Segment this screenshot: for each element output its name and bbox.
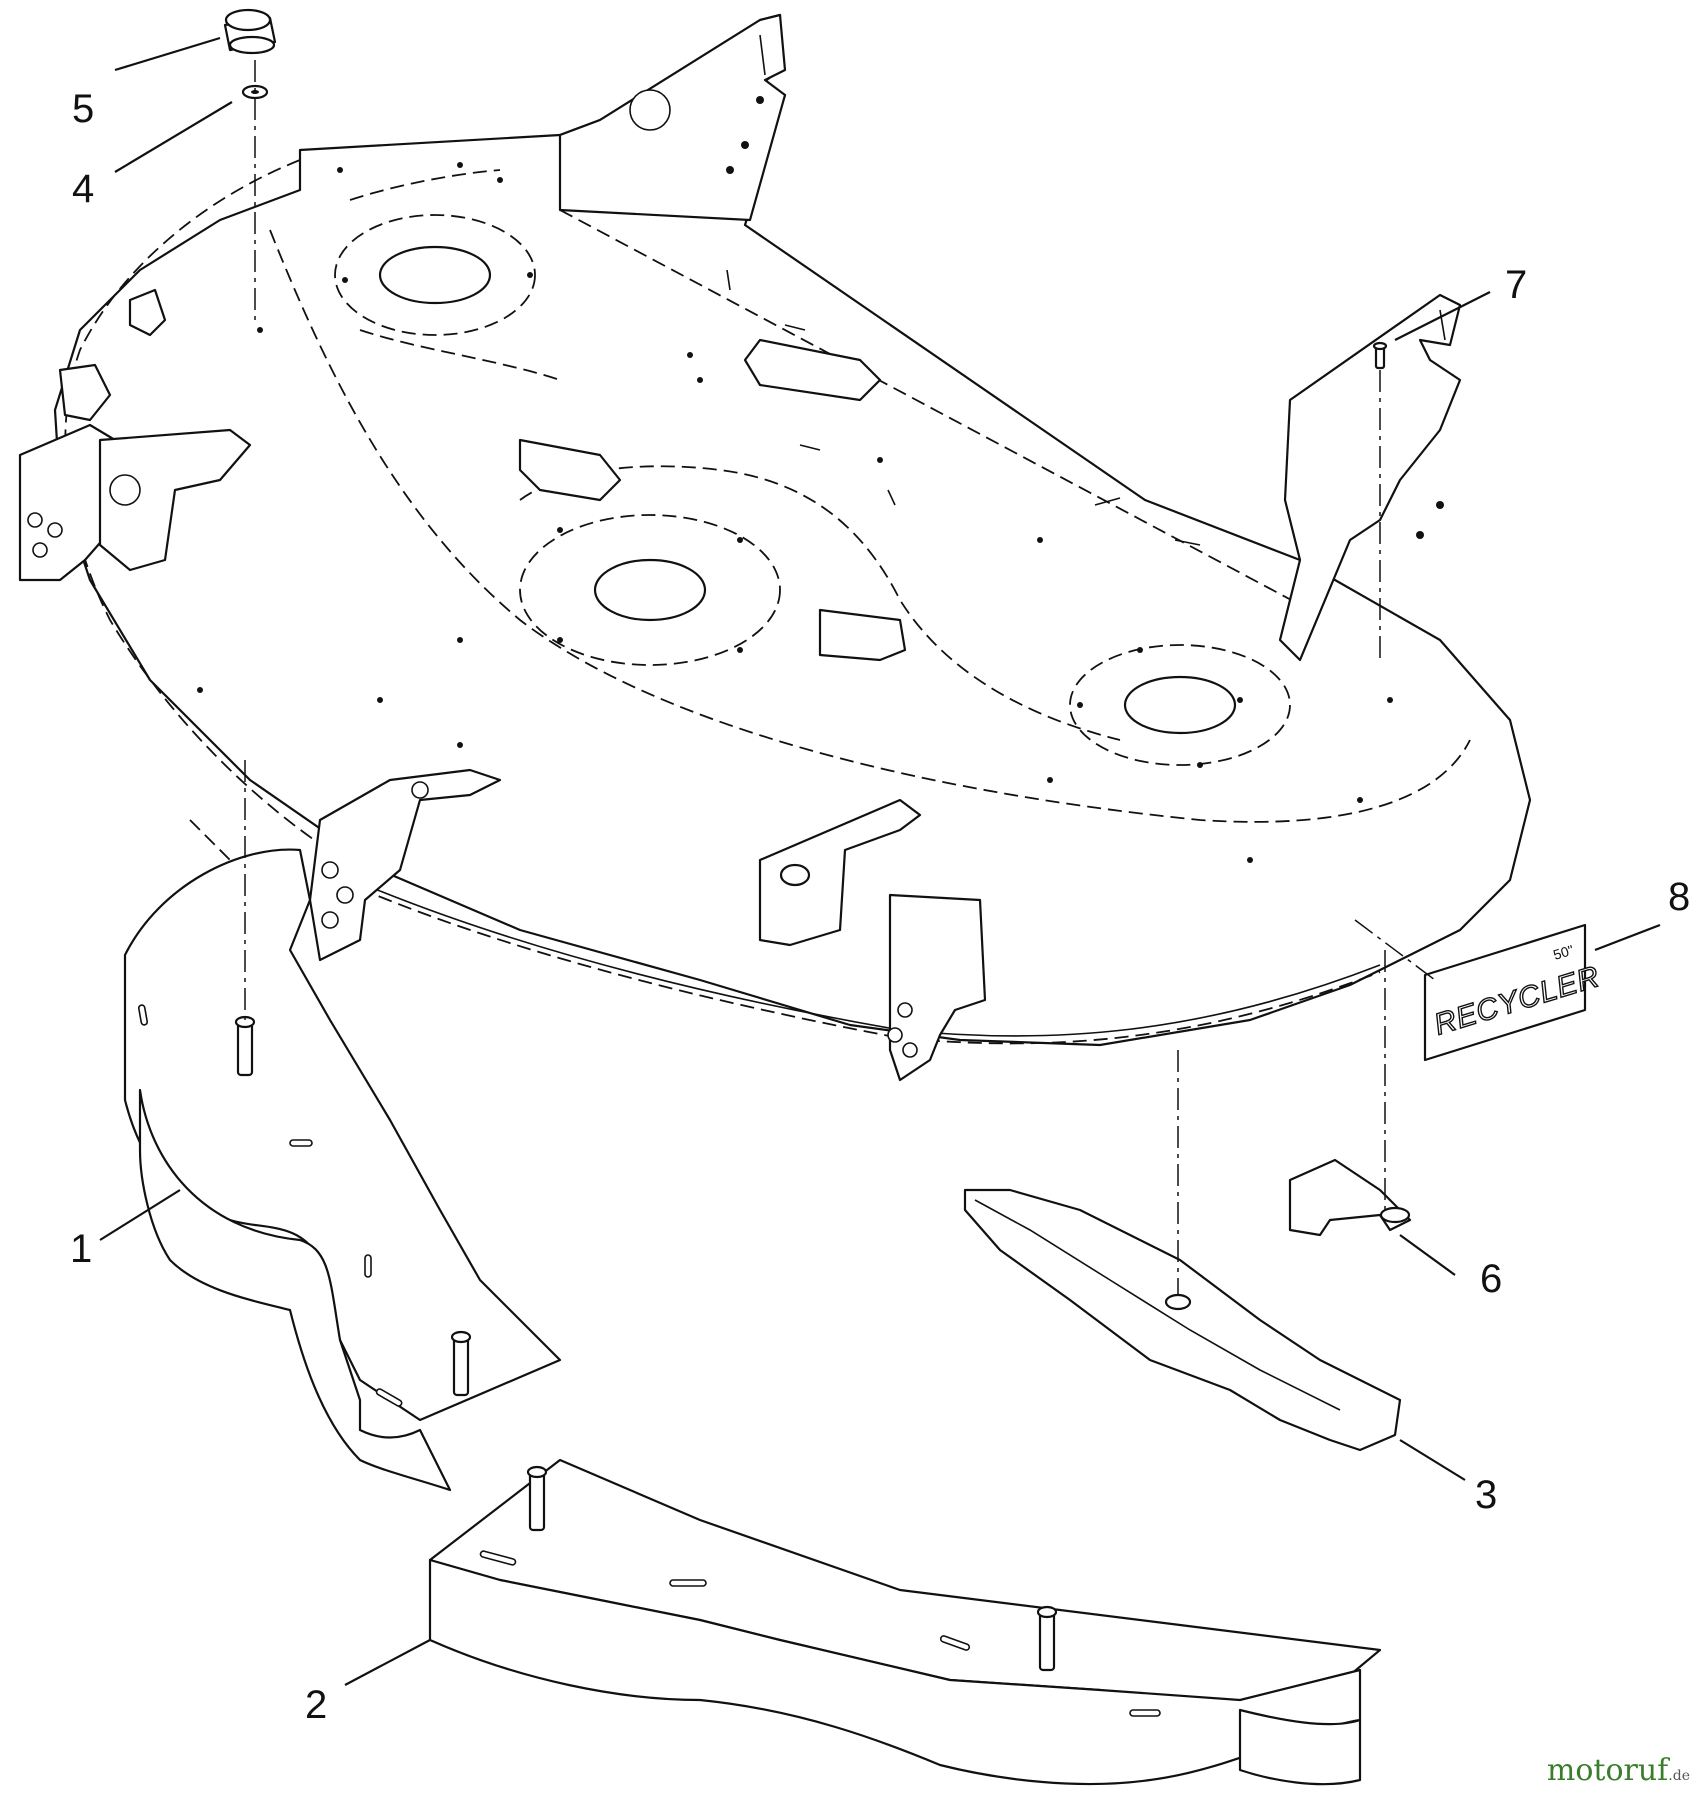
front-center-brackets	[308, 768, 987, 1082]
part-5-knob	[114, 8, 277, 72]
callout-6: 6	[1480, 1257, 1502, 1301]
callout-5: 5	[72, 87, 94, 131]
part-1-left-baffle	[99, 848, 562, 1492]
part-3-blade	[963, 1188, 1466, 1481]
watermark-tld: .de	[1668, 1768, 1690, 1784]
part-2-front-baffle	[344, 1458, 1382, 1786]
callout-7: 7	[1505, 263, 1527, 307]
part-7-screw	[1372, 291, 1491, 370]
left-front-bracket	[18, 288, 252, 582]
callout-3: 3	[1475, 1473, 1497, 1517]
callout-8: 8	[1668, 875, 1690, 919]
right-rear-bracket	[1278, 293, 1462, 662]
decal-size: 50"	[1551, 942, 1575, 963]
deck-mounting-holes	[197, 162, 1393, 863]
part-4-washer	[114, 84, 269, 173]
deck-slots	[726, 269, 1201, 546]
part-8-decal: RECYCLER 50"	[1423, 923, 1661, 1062]
callout-4: 4	[72, 167, 94, 211]
callout-1: 1	[70, 1227, 92, 1271]
watermark-name: motoruf	[1546, 1753, 1669, 1788]
rear-hitch-bracket	[558, 13, 787, 222]
part-6-mulch-plug	[1288, 1158, 1456, 1276]
watermark-logo: motoruf.de	[1547, 1753, 1690, 1788]
callout-labels: 1 2 3 4 5 6 7 8	[70, 87, 1690, 1727]
assembly-centerlines	[244, 60, 1436, 1295]
callout-2: 2	[305, 1683, 327, 1727]
